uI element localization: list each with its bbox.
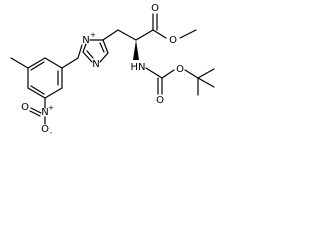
bond-ring-inner-2 (30, 85, 45, 95)
bond-methyl (10, 57, 29, 69)
bond-ring-inner-3 (30, 61, 45, 71)
bond-benzyl-ch2-b (77, 44, 83, 59)
bond-calpha-nh-wedge (133, 40, 139, 60)
atom-o-ester-carbonyl: O (151, 3, 159, 14)
bond-benzyl-ch2-a (61, 57, 79, 69)
atom-n-plus: N (82, 35, 89, 46)
bond-ring-c4-c5 (27, 87, 46, 99)
bond-im-c5-n1 (82, 43, 87, 53)
bond-calpha-cester (135, 29, 154, 41)
atom-o-nitro-upper: O (21, 102, 29, 113)
atom-n-nitro-charge: + (48, 104, 54, 112)
atom-n-ring: N (92, 59, 99, 70)
bond-cester-omethoxy (152, 29, 167, 39)
atom-o-ester-methoxy: O (169, 35, 177, 46)
bond-ring-c3-c4 (44, 87, 63, 99)
bond-ring-c1-c2 (44, 57, 63, 69)
atom-o-nitro-lower-charge: - (50, 129, 53, 137)
bond-nh-cboc (145, 67, 163, 79)
molecule-structure: N + N O O HN O O N + O O - (10, 3, 215, 137)
bond-nitro-o-upper (30, 107, 42, 114)
atom-n-plus-charge: + (90, 31, 96, 39)
bond-cboc-oether (161, 69, 175, 79)
bond-tbu-me1 (197, 68, 215, 79)
bond-im-n4-c5 (82, 51, 93, 63)
bond-oether-ctbu (184, 69, 199, 79)
atom-o-nitro-lower: O (41, 124, 49, 135)
bond-im-c2-c3-dbl (99, 42, 105, 53)
bond-tbu-me2 (197, 77, 215, 88)
bond-ch2-calpha (117, 29, 137, 41)
bond-im-c3-n4 (99, 52, 109, 63)
atom-o-boc-ether: O (176, 64, 184, 75)
bond-nitro-o-upper-dbl (29, 110, 41, 117)
bond-layer (10, 13, 215, 125)
atom-nh: HN (131, 62, 146, 73)
bond-im-c2-c3 (102, 39, 109, 54)
bond-ring-c6-c1 (27, 57, 46, 69)
atom-label-layer: N + N O O HN O O N + O O - (21, 3, 184, 137)
bond-ring-ch2 (102, 29, 119, 41)
atom-o-boc-carbonyl: O (156, 95, 164, 106)
bond-omethoxy-ch3 (179, 29, 197, 39)
bond-im-n4-c5-dbl (86, 50, 94, 59)
atom-n-nitro: N (41, 107, 48, 118)
